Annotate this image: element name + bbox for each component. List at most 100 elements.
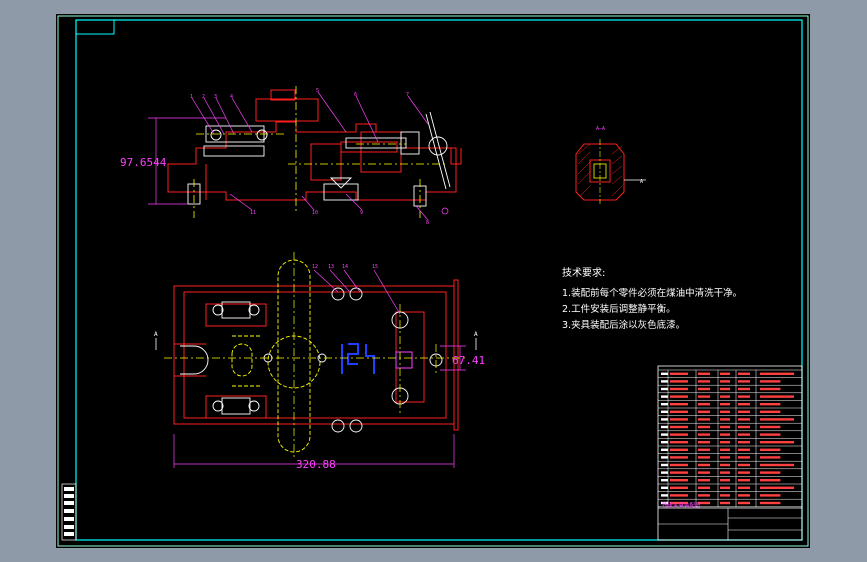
- parts-list-cell-text: [738, 501, 750, 505]
- svg-text:4: 4: [230, 94, 233, 100]
- parts-list-cell-text: [738, 486, 750, 489]
- parts-list-cell-text: [670, 471, 688, 474]
- svg-text:15: 15: [372, 264, 378, 270]
- parts-list-cell-text: [698, 471, 710, 474]
- dimension-slot: 67.41: [452, 354, 485, 367]
- parts-list-cell-text: [760, 418, 794, 421]
- parts-list-cell-text: [698, 479, 710, 482]
- parts-list-cell-text: [670, 372, 688, 375]
- parts-list-cell-text: [670, 433, 688, 436]
- parts-list-cell-text: [661, 479, 668, 482]
- title-block: 铣床夹具装配图: [658, 501, 802, 540]
- revision-strip: [61, 483, 77, 541]
- parts-list-cell-text: [661, 433, 668, 436]
- parts-list-cell-text: [760, 448, 781, 451]
- parts-list-cell-text: [661, 380, 668, 383]
- parts-list-cell-text: [698, 395, 710, 398]
- parts-list-cell-text: [720, 395, 730, 398]
- parts-list-cell-text: [698, 380, 710, 383]
- parts-list-cell-text: [698, 441, 710, 444]
- parts-list-cell-text: [670, 479, 688, 482]
- svg-text:6: 6: [354, 92, 357, 98]
- parts-list-cell-text: [720, 463, 730, 467]
- parts-list-cell-text: [738, 372, 750, 375]
- svg-text:2: 2: [202, 94, 205, 100]
- parts-list-cell-text: [698, 463, 710, 467]
- parts-list-cell-text: [670, 403, 688, 406]
- parts-list-cell-text: [720, 403, 730, 406]
- parts-list-cell-text: [720, 387, 730, 391]
- tech-req-item: 2.工件安装后调整静平衡。: [562, 303, 676, 315]
- parts-list-cell-text: [720, 433, 730, 436]
- section-mark-left: A: [154, 331, 158, 338]
- parts-list-cell-text: [661, 501, 668, 505]
- parts-list-cell-text: [738, 441, 750, 444]
- parts-list-cell-text: [670, 425, 688, 429]
- parts-list-cell-text: [720, 441, 730, 444]
- dimension-width: 320.88: [296, 458, 336, 471]
- parts-list: [657, 365, 803, 541]
- parts-list-cell-text: [738, 387, 750, 391]
- parts-list-cell-text: [661, 486, 668, 489]
- parts-list-cell-text: [670, 418, 688, 421]
- svg-text:13: 13: [328, 264, 334, 270]
- parts-list-cell-text: [698, 494, 710, 497]
- parts-list-cell-text: [738, 448, 750, 451]
- parts-list-cell-text: [661, 418, 668, 421]
- parts-list-cell-text: [670, 494, 688, 497]
- svg-text:5: 5: [316, 88, 319, 94]
- corner-reference-box: [76, 20, 115, 35]
- parts-list-cell-text: [698, 425, 710, 429]
- parts-list-cell-text: [670, 486, 688, 489]
- parts-list-cell-text: [738, 463, 750, 467]
- parts-list-cell-text: [738, 395, 750, 398]
- parts-list-cell-text: [720, 494, 730, 497]
- parts-list-cell-text: [720, 410, 730, 413]
- parts-list-cell-text: [698, 372, 710, 375]
- outer-border: [57, 15, 809, 547]
- parts-list-cell-text: [720, 380, 730, 383]
- parts-list-cell-text: [670, 380, 688, 383]
- parts-list-cell-text: [661, 494, 668, 497]
- svg-text:14: 14: [342, 264, 348, 270]
- parts-list-cell-text: [670, 456, 688, 459]
- technical-requirements: 技术要求: 1.装配前每个零件必须在煤油中清洗干净。 2.工件安装后调整静平衡。…: [562, 266, 742, 331]
- svg-text:7: 7: [406, 92, 409, 98]
- parts-list-cell-text: [720, 425, 730, 429]
- parts-list-cell-text: [698, 387, 710, 391]
- parts-list-cell-text: [760, 425, 781, 429]
- section-mark-right: A: [474, 331, 478, 338]
- svg-text:10: 10: [312, 210, 318, 216]
- parts-list-cell-text: [760, 494, 781, 497]
- dimension-height: 97.6544: [120, 156, 167, 169]
- parts-list-cell-text: [670, 395, 688, 398]
- parts-list-cell-text: [661, 441, 668, 444]
- parts-list-cell-text: [661, 425, 668, 429]
- parts-list-cell-text: [670, 448, 688, 451]
- parts-list-cell-text: [720, 372, 730, 375]
- parts-list-cell-text: [720, 479, 730, 482]
- svg-text:11: 11: [250, 210, 256, 216]
- drawing-title: 铣床夹具装配图: [662, 501, 701, 509]
- parts-list-cell-text: [760, 380, 781, 383]
- parts-list-cell-text: [738, 410, 750, 413]
- parts-list-cell-text: [720, 456, 730, 459]
- svg-text:3: 3: [214, 94, 217, 100]
- tech-req-title: 技术要求:: [562, 266, 605, 279]
- parts-list-cell-text: [760, 387, 781, 391]
- parts-list-cell-text: [738, 433, 750, 436]
- parts-list-cell-text: [698, 403, 710, 406]
- parts-list-cell-text: [760, 372, 794, 375]
- parts-list-cell-text: [661, 387, 668, 391]
- parts-list-cell-text: [661, 463, 668, 467]
- svg-text:8: 8: [426, 220, 429, 226]
- parts-list-cell-text: [760, 403, 781, 406]
- parts-list-cell-text: [698, 433, 710, 436]
- tech-req-item: 3.夹具装配后涂以灰色底漆。: [562, 319, 685, 331]
- parts-list-cell-text: [670, 501, 688, 505]
- parts-list-cell-text: [760, 479, 781, 482]
- parts-list-cell-text: [720, 471, 730, 474]
- parts-list-cell-text: [760, 433, 781, 436]
